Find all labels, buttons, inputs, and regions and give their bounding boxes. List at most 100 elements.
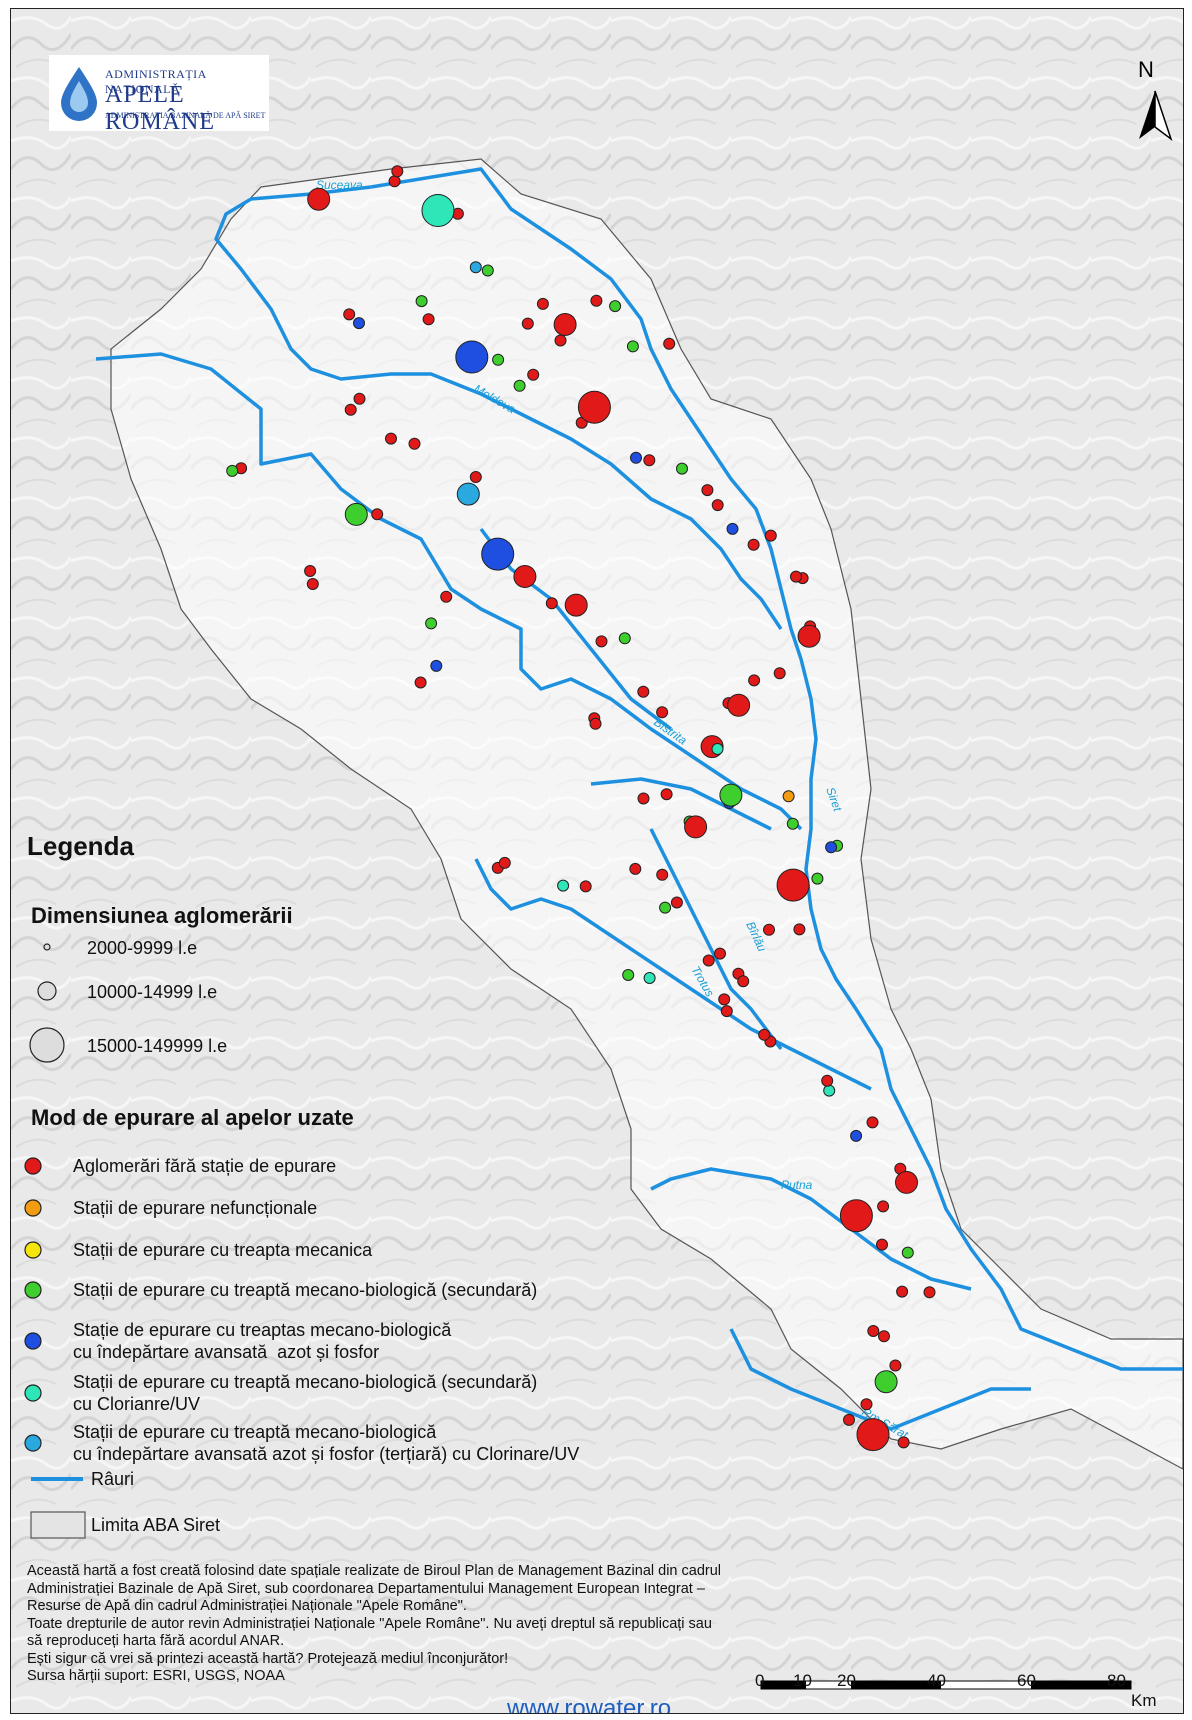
agglomeration-point[interactable] [579,880,592,893]
agglomeration-point[interactable] [748,674,761,687]
agglomeration-point[interactable] [878,1330,890,1343]
agglomeration-point[interactable] [856,1418,890,1452]
agglomeration-point[interactable] [343,308,356,321]
agglomeration-point[interactable] [564,593,588,617]
agglomeration-point[interactable] [481,264,494,277]
agglomeration-point[interactable] [415,295,428,308]
agglomeration-point[interactable] [513,379,526,392]
agglomeration-point[interactable] [589,717,602,730]
map-canvas[interactable]: Suceava Moldova Bistrita Siret Trotus Bî… [11,9,1183,1713]
agglomeration-point[interactable] [670,896,683,909]
agglomeration-point[interactable] [422,313,435,326]
agglomeration-point[interactable] [714,947,726,960]
agglomeration-point[interactable] [719,783,743,807]
agglomeration-point[interactable] [521,317,534,330]
agglomeration-point[interactable] [553,313,577,336]
agglomeration-point[interactable] [385,432,397,445]
agglomeration-point[interactable] [557,879,570,892]
agglomeration-point[interactable] [663,337,676,350]
agglomeration-point[interactable] [344,502,368,526]
agglomeration-point[interactable] [353,317,365,330]
agglomeration-point[interactable] [843,1413,855,1426]
agglomeration-point[interactable] [421,194,455,227]
agglomeration-point[interactable] [306,578,319,590]
agglomeration-point[interactable] [737,975,750,988]
agglomeration-point[interactable] [456,482,480,506]
agglomeration-point[interactable] [684,815,708,839]
agglomeration-point[interactable] [545,597,558,610]
agglomeration-point[interactable] [659,901,672,914]
agglomeration-point[interactable] [590,294,603,307]
agglomeration-points[interactable] [226,165,936,1452]
agglomeration-point[interactable] [701,484,714,497]
agglomeration-point[interactable] [554,334,567,347]
agglomeration-point[interactable] [371,508,384,521]
agglomeration-point[interactable] [876,1238,888,1251]
agglomeration-point[interactable] [782,790,795,803]
agglomeration-point[interactable] [637,685,650,698]
agglomeration-point[interactable] [811,872,824,885]
agglomeration-point[interactable] [595,635,608,648]
agglomeration-point[interactable] [455,340,489,374]
agglomeration-point[interactable] [797,624,821,648]
agglomeration-point[interactable] [643,454,656,467]
agglomeration-point[interactable] [676,462,688,475]
agglomeration-point[interactable] [790,570,802,583]
agglomeration-point[interactable] [720,1005,733,1018]
agglomeration-point[interactable] [304,565,317,577]
agglomeration-point[interactable] [609,300,622,313]
agglomeration-point[interactable] [630,451,642,464]
agglomeration-point[interactable] [656,706,669,719]
agglomeration-point[interactable] [388,175,401,188]
agglomeration-point[interactable] [889,1359,902,1372]
agglomeration-point[interactable] [839,1199,873,1233]
agglomeration-point[interactable] [867,1325,880,1337]
agglomeration-point[interactable] [391,165,404,178]
agglomeration-point[interactable] [718,993,731,1006]
agglomeration-point[interactable] [763,923,775,936]
agglomeration-point[interactable] [793,923,806,936]
agglomeration-point[interactable] [764,529,777,542]
agglomeration-point[interactable] [430,659,443,672]
agglomeration-point[interactable] [726,522,739,535]
agglomeration-point[interactable] [850,1129,863,1142]
agglomeration-point[interactable] [469,471,482,483]
agglomeration-point[interactable] [901,1246,914,1259]
agglomeration-point[interactable] [469,261,482,274]
agglomeration-point[interactable] [618,632,631,645]
agglomeration-point[interactable] [727,693,751,717]
agglomeration-point[interactable] [353,392,366,405]
agglomeration-point[interactable] [823,1084,836,1097]
agglomeration-point[interactable] [660,788,673,801]
agglomeration-point[interactable] [492,353,505,366]
agglomeration-point[interactable] [877,1200,890,1213]
agglomeration-point[interactable] [773,667,786,680]
agglomeration-point[interactable] [656,868,669,881]
agglomeration-point[interactable] [758,1028,771,1041]
website-link[interactable]: www.rowater.ro [507,1695,672,1714]
agglomeration-point[interactable] [897,1436,910,1449]
agglomeration-point[interactable] [481,537,515,571]
agglomeration-point[interactable] [226,464,239,477]
agglomeration-point[interactable] [307,187,331,211]
agglomeration-point[interactable] [923,1286,936,1299]
agglomeration-point[interactable] [498,856,511,869]
agglomeration-point[interactable] [786,817,799,830]
agglomeration-point[interactable] [344,403,357,416]
agglomeration-point[interactable] [711,499,724,512]
agglomeration-point[interactable] [408,437,421,450]
agglomeration-point[interactable] [702,954,715,967]
agglomeration-point[interactable] [776,868,810,902]
agglomeration-point[interactable] [821,1074,834,1087]
agglomeration-point[interactable] [527,368,540,381]
agglomeration-point[interactable] [414,676,427,689]
agglomeration-point[interactable] [711,743,724,755]
agglomeration-point[interactable] [425,617,438,630]
agglomeration-point[interactable] [626,340,639,353]
agglomeration-point[interactable] [513,565,537,588]
agglomeration-point[interactable] [825,841,838,854]
agglomeration-point[interactable] [637,792,650,805]
agglomeration-point[interactable] [440,590,453,603]
agglomeration-point[interactable] [536,297,549,310]
agglomeration-point[interactable] [629,862,642,875]
